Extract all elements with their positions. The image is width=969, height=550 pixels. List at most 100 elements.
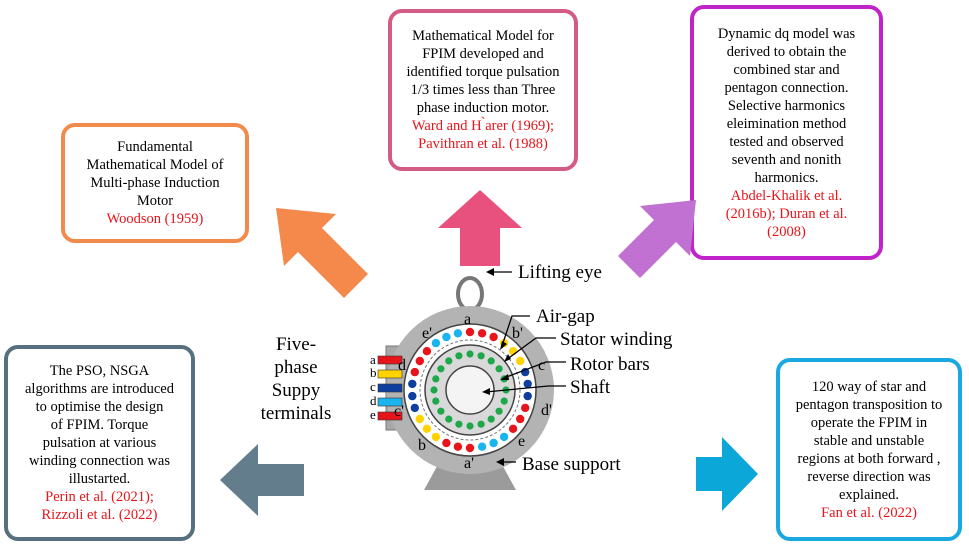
blue-box-text: 120 way of star and pentagon transpositi… xyxy=(795,378,943,503)
rotor-bar xyxy=(430,386,438,394)
stator-slot xyxy=(523,379,532,389)
rotor-bar xyxy=(445,415,453,423)
phase-label-b-prime: b' xyxy=(512,325,523,342)
stator-slot xyxy=(431,432,441,442)
rotor-bar xyxy=(432,375,440,383)
rotor-bars-leader xyxy=(503,361,566,379)
purple-box-text: Dynamic dq model was derived to obtain t… xyxy=(717,25,856,186)
pink-box-text: Mathematical Model for FPIM developed an… xyxy=(406,28,560,116)
terminal-lead xyxy=(377,411,403,421)
rotor-bar xyxy=(487,415,495,423)
blue-info-box: 120 way of star and pentagon transpositi… xyxy=(776,358,962,541)
phase-label-d-prime: d' xyxy=(541,402,552,419)
phase-label-d: d xyxy=(398,357,406,374)
stator-slot xyxy=(408,379,417,389)
stator-slot xyxy=(453,329,463,338)
slate-box-citation: Perin et al. (2021); Rizzoli et al. (202… xyxy=(41,489,158,523)
rotor-bar xyxy=(477,352,485,360)
orange-box-text: Fundamental Mathematical Model of Multi-… xyxy=(86,139,224,209)
orange-info-box: Fundamental Mathematical Model of Multi-… xyxy=(61,123,249,243)
rotor-bar xyxy=(466,350,474,358)
base-support-label: Base support xyxy=(522,454,621,475)
phase-label-b: b xyxy=(418,437,426,454)
stator-slot xyxy=(408,391,417,401)
rotor-bar xyxy=(477,420,485,428)
stator-slot xyxy=(477,442,487,451)
rotor-bar xyxy=(495,365,503,373)
air-gap-ring xyxy=(419,339,521,441)
stator-slot xyxy=(489,438,498,448)
orange-arrow-icon xyxy=(276,208,368,298)
air-gap-label: Air-gap xyxy=(536,306,595,327)
stator-slot xyxy=(521,367,530,377)
rotor-bar xyxy=(437,365,445,373)
stator-slot xyxy=(442,438,451,448)
pink-info-box: Mathematical Model for FPIM developed an… xyxy=(388,9,578,171)
slate-info-box: The PSO, NSGA algorithms are introduced … xyxy=(4,345,195,541)
stator-winding-slots xyxy=(408,327,532,453)
phase-label-a: a xyxy=(464,311,471,328)
slate-box-text: The PSO, NSGA algorithms are introduced … xyxy=(25,363,174,487)
phase-label-c-prime: c' xyxy=(394,403,404,420)
rotor-bar xyxy=(500,397,508,405)
purple-arrow-icon xyxy=(618,200,696,278)
air-gap-leader xyxy=(501,315,530,347)
stator-slot xyxy=(410,403,419,413)
blue-arrow-icon xyxy=(696,437,758,511)
rotor-bar xyxy=(437,407,445,415)
purple-box-citation: Abdel-Khalik et al. (2016b); Duran et al… xyxy=(725,187,848,240)
stator-slot xyxy=(508,424,518,433)
stator-slot xyxy=(523,391,532,401)
rotor-bar xyxy=(495,407,503,415)
stator-slot xyxy=(489,332,498,342)
stator-slot xyxy=(453,442,463,451)
stator-slot xyxy=(410,367,419,377)
phase-label-e: e xyxy=(518,433,525,450)
terminal-leads xyxy=(377,355,403,421)
pink-box-citation: Ward and H ̀arer (1969); Pavithran et al… xyxy=(411,118,555,152)
terminal-label-b: b xyxy=(370,365,377,380)
stator-slot xyxy=(465,327,475,337)
rotor-bars-label: Rotor bars xyxy=(570,354,650,375)
stator-slot xyxy=(477,329,487,338)
stator-slot xyxy=(431,338,441,348)
stator-slot xyxy=(465,443,475,453)
motor-diagram: a b' c d' e a' b c' d e' a b c d e Lifti… xyxy=(370,262,673,490)
terminal-lead xyxy=(377,355,403,365)
stator-slot xyxy=(499,432,509,442)
purple-info-box: Dynamic dq model was derived to obtain t… xyxy=(690,5,883,260)
supply-terminals-label: Five- phase Suppy terminals xyxy=(260,334,332,424)
stator-slot xyxy=(422,424,432,433)
rotor-bar xyxy=(455,352,463,360)
shaft-label: Shaft xyxy=(570,377,611,398)
stator-slot xyxy=(422,347,432,356)
stator-slot xyxy=(516,356,525,366)
orange-box-citation: Woodson (1959) xyxy=(106,211,204,227)
stator-winding-label: Stator winding xyxy=(560,329,673,350)
phase-label-c: c xyxy=(538,357,545,374)
rotor-bar xyxy=(432,397,440,405)
slate-arrow-icon xyxy=(220,444,304,516)
terminal-label-c: c xyxy=(370,379,376,394)
lifting-eye-shape xyxy=(456,276,484,312)
phase-label-e-prime: e' xyxy=(422,325,432,342)
rotor-bar xyxy=(466,422,474,430)
blue-box-citation: Fan et al. (2022) xyxy=(821,504,917,521)
terminal-label-e: e xyxy=(370,407,376,422)
rotor-bar xyxy=(487,357,495,365)
shaft-shape xyxy=(445,365,495,415)
phase-label-a-prime: a' xyxy=(464,455,474,472)
stator-slot xyxy=(521,403,530,413)
stator-winding-leader xyxy=(505,337,556,361)
pink-arrow-icon xyxy=(438,190,522,266)
stator-slot xyxy=(415,414,424,424)
lifting-eye-label: Lifting eye xyxy=(518,262,602,283)
terminal-label-a: a xyxy=(370,352,376,367)
stator-slot xyxy=(516,414,525,424)
terminal-label-d: d xyxy=(370,393,377,408)
shaft-leader xyxy=(485,385,566,393)
terminal-lead xyxy=(377,397,403,407)
rotor-bar xyxy=(445,357,453,365)
rotor-bar xyxy=(455,420,463,428)
stator-slot xyxy=(415,356,424,366)
